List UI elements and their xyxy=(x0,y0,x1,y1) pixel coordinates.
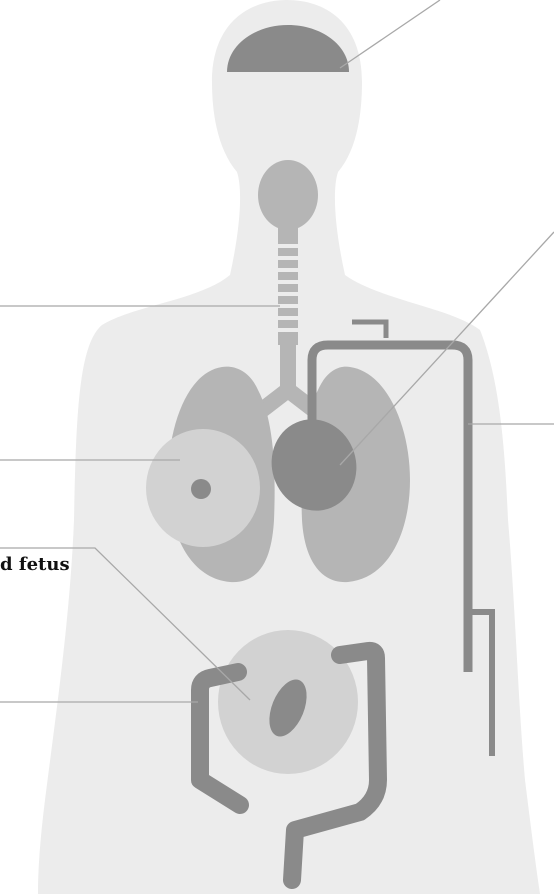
leader-line-brain xyxy=(340,0,440,68)
fetus-label: d fetus xyxy=(0,556,70,574)
lung-tumor-core xyxy=(191,479,211,499)
larynx-shape xyxy=(258,160,318,230)
